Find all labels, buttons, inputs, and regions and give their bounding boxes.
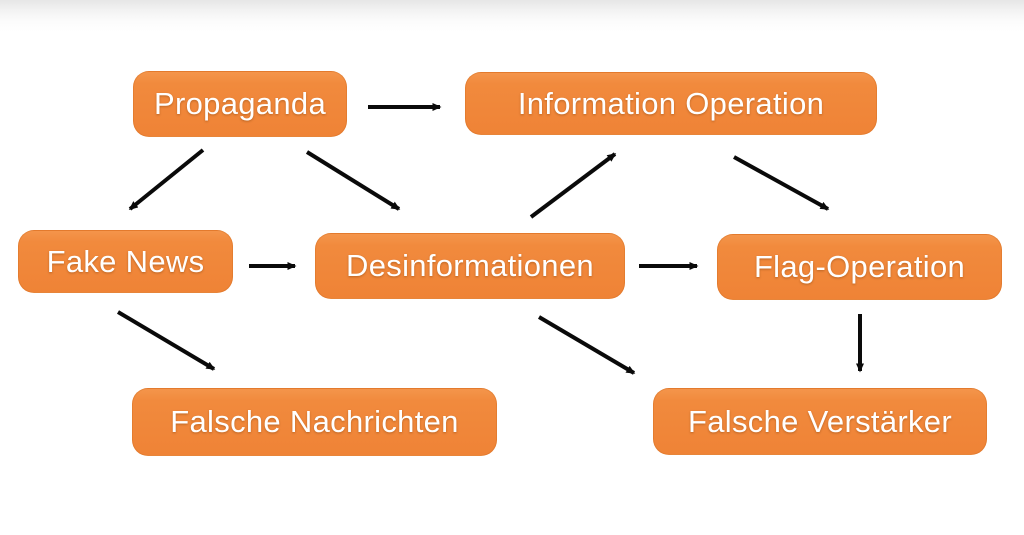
node-flag-operation-label: Flag-Operation: [753, 249, 966, 284]
arrow-information-operation-to-flag-operation: [733, 155, 830, 211]
node-desinformationen: Desinformationen: [315, 233, 625, 299]
arrow-desinformationen-to-falsche-verstaerker: [537, 315, 636, 375]
node-desinformationen-label: Desinformationen: [346, 248, 594, 283]
node-propaganda-label: Propaganda: [153, 86, 327, 121]
node-falsche-nachrichten: Falsche Nachrichten: [132, 388, 497, 456]
arrow-propaganda-to-desinformationen: [305, 150, 401, 211]
node-flag-operation: Flag-Operation: [717, 234, 1002, 300]
arrow-fake-news-to-falsche-nachrichten: [116, 310, 216, 371]
node-propaganda: Propaganda: [133, 71, 347, 137]
node-fake-news: Fake News: [18, 230, 233, 293]
node-falsche-verstaerker-label: Falsche Verstärker: [687, 403, 952, 439]
arrow-desinformationen-to-information-operation: [529, 152, 617, 219]
node-falsche-nachrichten-label: Falsche Nachrichten: [170, 404, 459, 439]
node-falsche-verstaerker: Falsche Verstärker: [653, 388, 987, 455]
node-fake-news-label: Fake News: [46, 243, 205, 279]
node-information-operation-label: Information Operation: [517, 85, 825, 121]
node-information-operation: Information Operation: [465, 72, 877, 135]
arrow-propaganda-to-fake-news: [128, 148, 205, 211]
